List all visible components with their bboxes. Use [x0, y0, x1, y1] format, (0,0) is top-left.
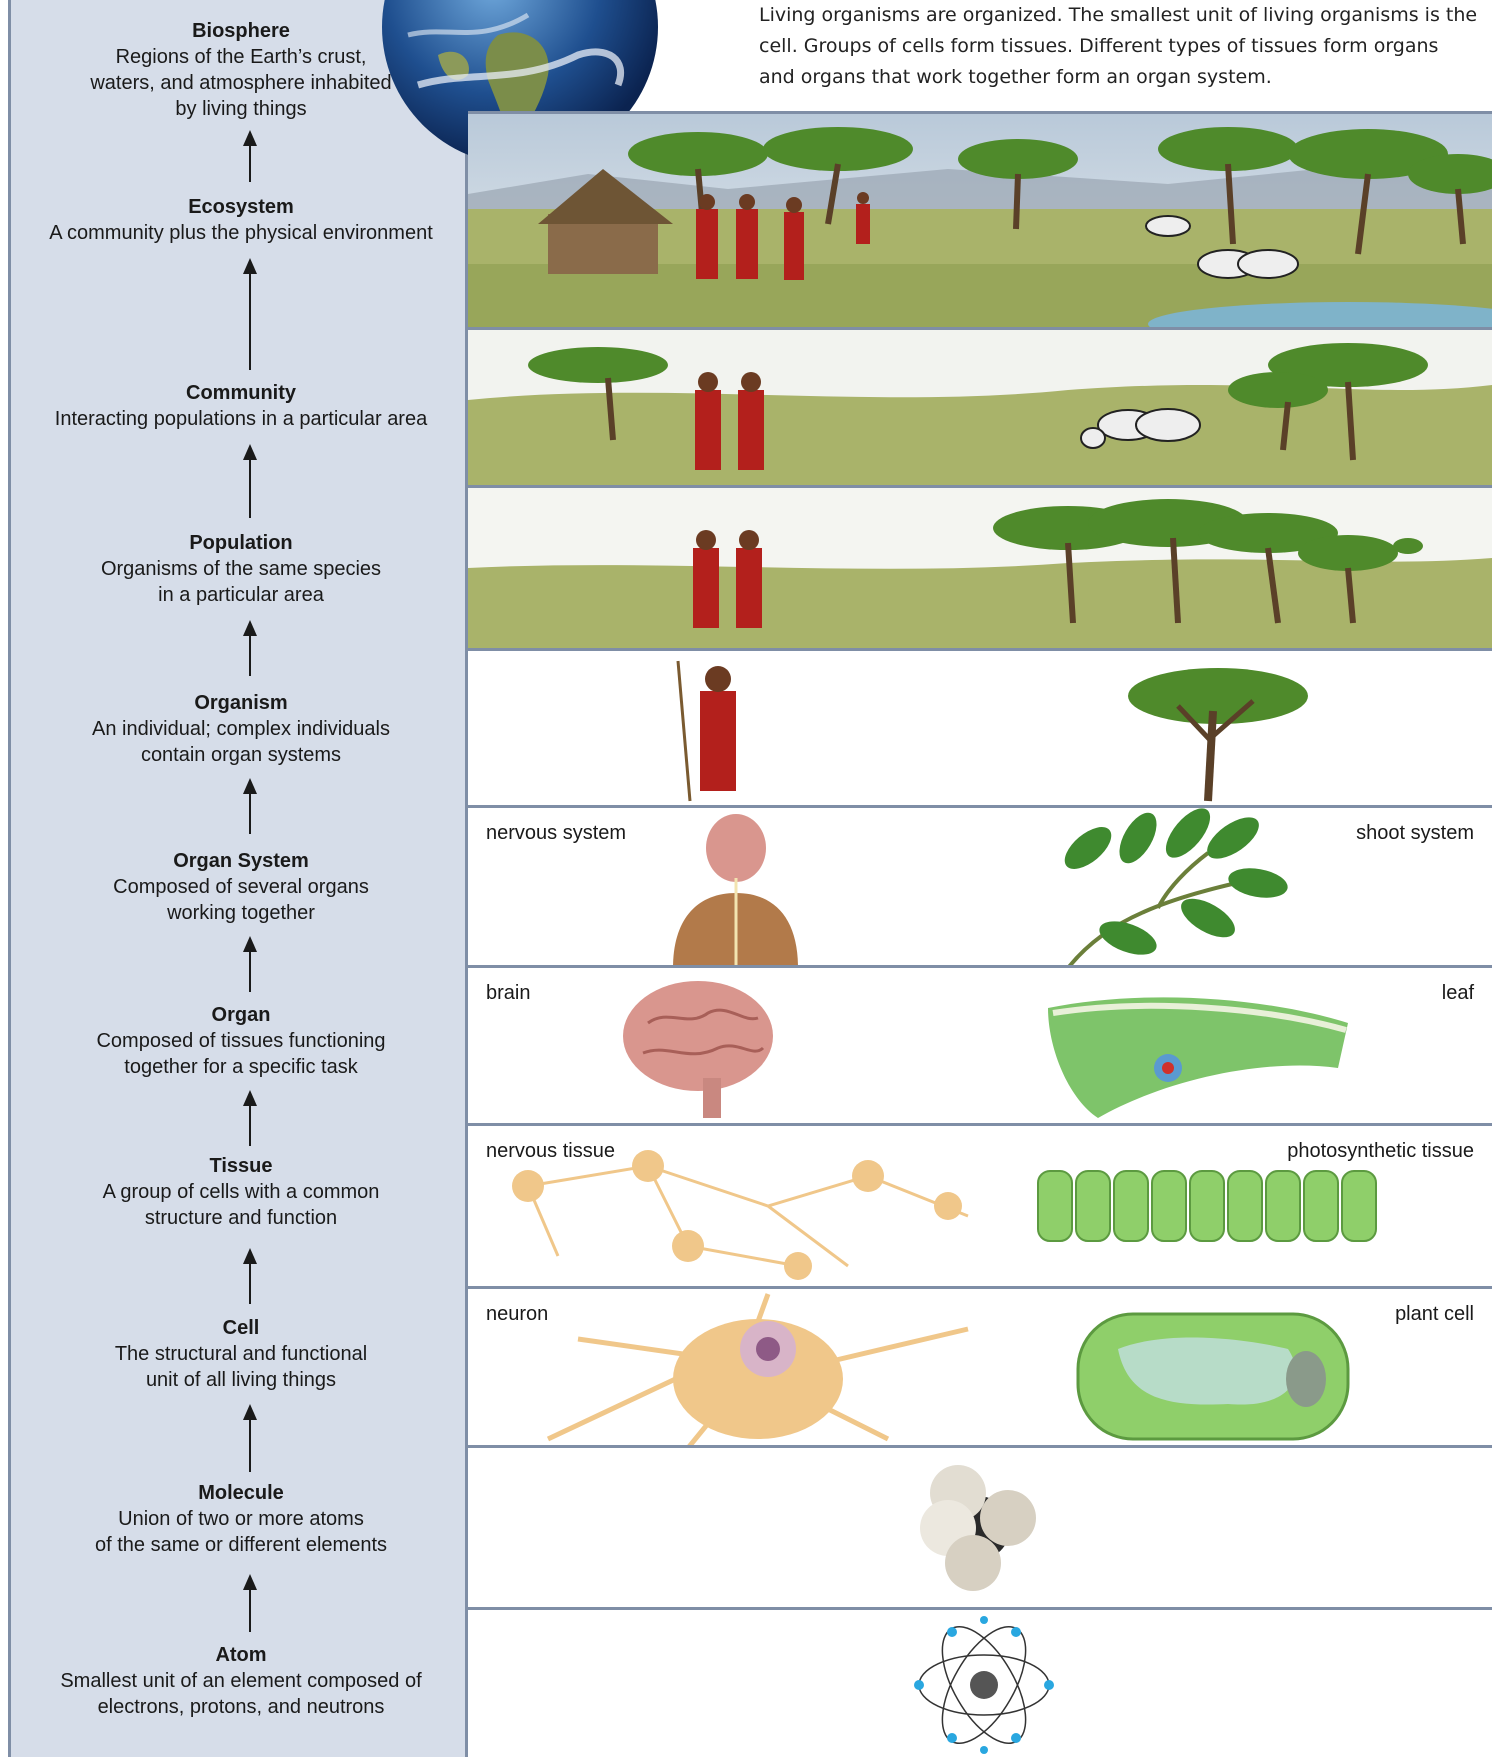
level-description: A community plus the physical environmen…: [11, 220, 471, 246]
level-population: Population Organisms of the same species…: [11, 530, 471, 608]
up-arrow-icon: [248, 620, 252, 676]
level-title: Cell: [11, 1315, 471, 1341]
level-description: Composed of tissues functioning together…: [11, 1028, 471, 1080]
up-arrow-icon: [248, 1404, 252, 1472]
level-title: Organism: [11, 690, 471, 716]
level-title: Tissue: [11, 1153, 471, 1179]
level-title: Ecosystem: [11, 194, 471, 220]
level-ecosystem: Ecosystem A community plus the physical …: [11, 194, 471, 246]
up-arrow-icon: [248, 130, 252, 182]
level-description: Composed of several organs working toget…: [11, 874, 471, 926]
label-photosynthetic-tissue: photosynthetic tissue: [1287, 1140, 1474, 1163]
up-arrow-icon: [248, 1574, 252, 1632]
level-organ-system: Organ System Composed of several organs …: [11, 848, 471, 926]
intro-paragraph: Living organisms are organized. The smal…: [759, 0, 1479, 93]
cell-illustration: neuron plant cell: [468, 1286, 1492, 1445]
label-shoot-system: shoot system: [1356, 822, 1474, 845]
tissue-illustration: nervous tissue photosynthetic tissue: [468, 1123, 1492, 1286]
ecosystem-illustration: [468, 111, 1492, 327]
level-description: A group of cells with a common structure…: [11, 1179, 471, 1231]
level-cell: Cell The structural and functional unit …: [11, 1315, 471, 1393]
label-nervous-tissue: nervous tissue: [486, 1140, 615, 1163]
up-arrow-icon: [248, 1248, 252, 1304]
level-description: Smallest unit of an element composed of …: [11, 1668, 471, 1720]
level-atom: Atom Smallest unit of an element compose…: [11, 1642, 471, 1720]
organ-illustration: brain leaf: [468, 965, 1492, 1123]
molecule-illustration: [468, 1445, 1492, 1607]
level-organism: Organism An individual; complex individu…: [11, 690, 471, 768]
label-plant-cell: plant cell: [1395, 1303, 1474, 1326]
population-illustration: [468, 485, 1492, 648]
level-title: Molecule: [11, 1480, 471, 1506]
level-tissue: Tissue A group of cells with a common st…: [11, 1153, 471, 1231]
level-description: An individual; complex individuals conta…: [11, 716, 471, 768]
organism-illustration: [468, 648, 1492, 805]
community-illustration: [468, 327, 1492, 485]
up-arrow-icon: [248, 444, 252, 518]
up-arrow-icon: [248, 1090, 252, 1146]
level-title: Atom: [11, 1642, 471, 1668]
level-description: Organisms of the same species in a parti…: [11, 556, 471, 608]
atom-illustration: [468, 1607, 1492, 1757]
level-description: Union of two or more atoms of the same o…: [11, 1506, 471, 1558]
up-arrow-icon: [248, 936, 252, 992]
level-title: Community: [11, 380, 471, 406]
label-nervous-system: nervous system: [486, 822, 626, 845]
level-title: Organ: [11, 1002, 471, 1028]
level-community: Community Interacting populations in a p…: [11, 380, 471, 432]
level-title: Population: [11, 530, 471, 556]
up-arrow-icon: [248, 778, 252, 834]
level-organ: Organ Composed of tissues functioning to…: [11, 1002, 471, 1080]
label-brain: brain: [486, 982, 530, 1005]
level-description: Interacting populations in a particular …: [11, 406, 471, 432]
level-molecule: Molecule Union of two or more atoms of t…: [11, 1480, 471, 1558]
up-arrow-icon: [248, 258, 252, 370]
organ-system-illustration: nervous system shoot system: [468, 805, 1492, 965]
label-leaf: leaf: [1442, 982, 1474, 1005]
hierarchy-panel: Biosphere Regions of the Earth’s crust, …: [8, 0, 468, 1757]
label-neuron: neuron: [486, 1303, 548, 1326]
level-description: The structural and functional unit of al…: [11, 1341, 471, 1393]
level-title: Organ System: [11, 848, 471, 874]
